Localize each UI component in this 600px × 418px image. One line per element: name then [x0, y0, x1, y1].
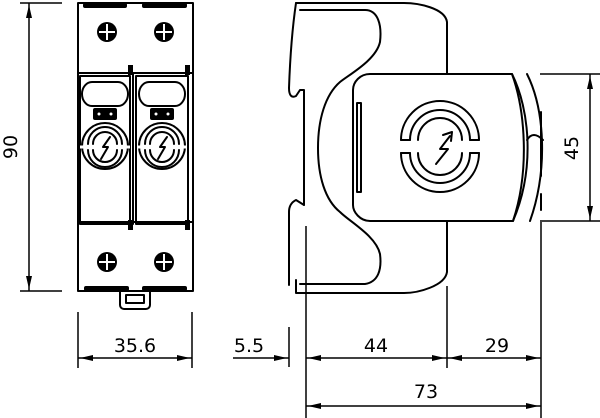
lightning-icon	[400, 100, 480, 193]
lightning-icon	[80, 122, 130, 170]
front-view	[77, 2, 194, 310]
module-right	[135, 75, 189, 225]
dim-offset-rail: 5.5	[234, 335, 264, 357]
module-left	[79, 75, 131, 225]
dim-depth-cover: 29	[485, 335, 509, 357]
dim-height-total: 90	[0, 135, 22, 159]
screw-icon	[154, 252, 174, 272]
side-view	[288, 2, 544, 294]
dim-depth-total: 73	[414, 381, 438, 403]
dim-height-cover: 45	[561, 136, 583, 160]
screw-icon	[154, 22, 174, 42]
dim-width-front: 35.6	[114, 335, 156, 357]
lightning-icon	[137, 122, 187, 170]
screw-icon	[97, 252, 117, 272]
screw-icon	[97, 22, 117, 42]
dim-depth-base: 44	[364, 335, 388, 357]
